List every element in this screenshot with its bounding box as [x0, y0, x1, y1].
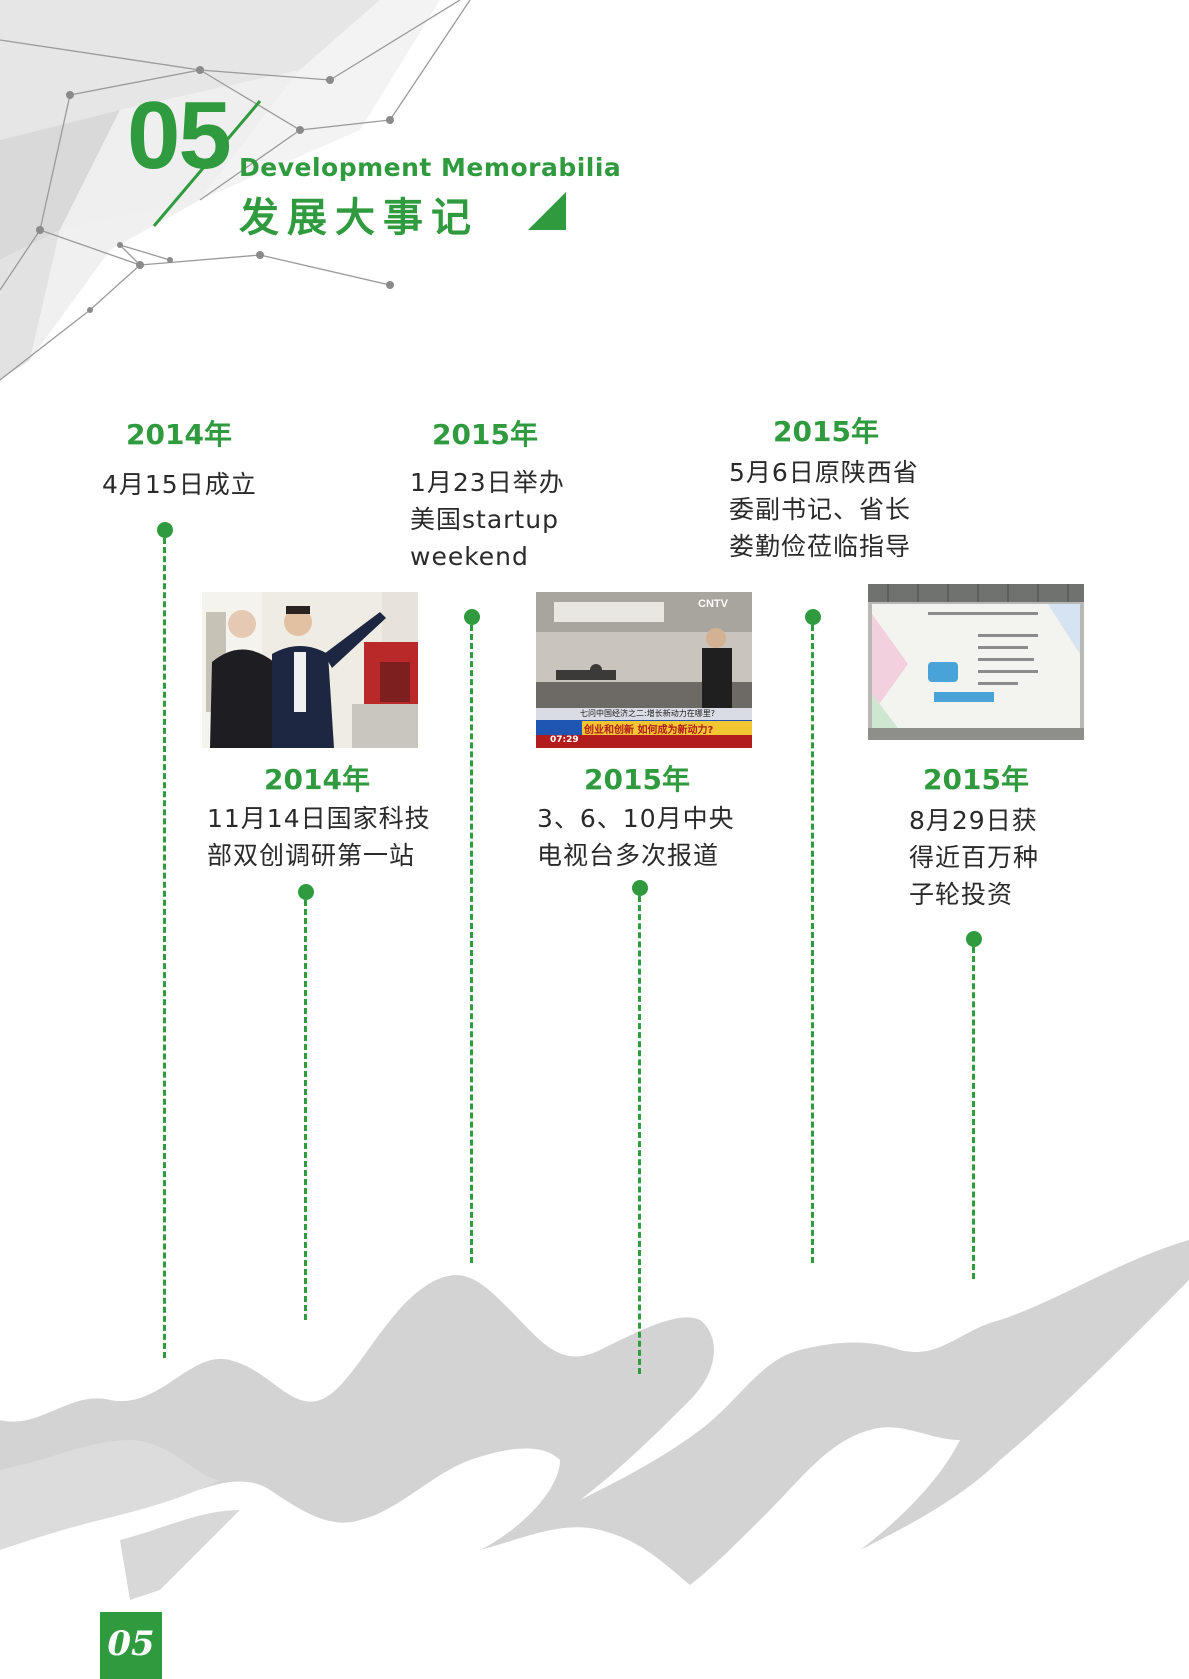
- event-4-year: 2015年: [584, 763, 690, 796]
- event-6-dot: [966, 931, 982, 947]
- section-number: 05: [127, 82, 232, 189]
- event-5-text: 5月6日原陕西省 委副书记、省长 娄勤俭莅临指导: [729, 458, 919, 561]
- section-title-en: Development Memorabilia: [239, 153, 622, 182]
- event-6-year: 2015年: [923, 763, 1029, 796]
- page-number: 05: [107, 1624, 155, 1664]
- event-5-line: [811, 625, 814, 1263]
- photo-investment-board: [868, 584, 1084, 740]
- event-1-year: 2014年: [126, 418, 232, 451]
- polygon-network-decoration: [0, 0, 471, 381]
- event-6-line: [972, 947, 975, 1279]
- tv-ticker-main: 创业和创新 如何成为新动力?: [584, 725, 714, 736]
- header-slash-line: [152, 100, 262, 227]
- photo-research-visit: [202, 592, 418, 748]
- event-1-line: [163, 538, 166, 1358]
- event-4-line: [638, 896, 641, 1374]
- event-5-year: 2015年: [773, 415, 879, 448]
- event-1-text: 4月15日成立: [102, 470, 257, 499]
- event-1-dot: [157, 522, 173, 538]
- event-2-text: 11月14日国家科技 部双创调研第一站: [207, 804, 431, 870]
- event-3-year: 2015年: [432, 418, 538, 451]
- event-3-line: [470, 625, 473, 1263]
- event-4-dot: [632, 880, 648, 896]
- event-2-year: 2014年: [264, 763, 370, 796]
- event-4-text: 3、6、10月中央 电视台多次报道: [537, 804, 735, 870]
- event-3-dot: [464, 609, 480, 625]
- section-title-zh: 发展大事记: [239, 195, 479, 241]
- tv-ticker-top: 七问中国经济之二:增长新动力在哪里?: [580, 709, 715, 718]
- header-corner-triangle-icon: [528, 192, 566, 230]
- photo-tv-report: CNTV 七问中国经济之二:增长新动力在哪里? 创业和创新 如何成为新动力? 0…: [536, 592, 752, 748]
- event-3-text: 1月23日举办 美国startup weekend: [410, 468, 565, 571]
- tv-logo: CNTV: [698, 598, 728, 610]
- page-number-badge: 05: [100, 1612, 162, 1679]
- event-6-text: 8月29日获 得近百万种 子轮投资: [909, 806, 1040, 909]
- event-2-dot: [298, 884, 314, 900]
- tv-ticker-bottom: 07:29: [550, 735, 579, 745]
- mountain-silhouette-decoration: [0, 1240, 1189, 1600]
- event-2-line: [304, 900, 307, 1320]
- event-5-dot: [805, 609, 821, 625]
